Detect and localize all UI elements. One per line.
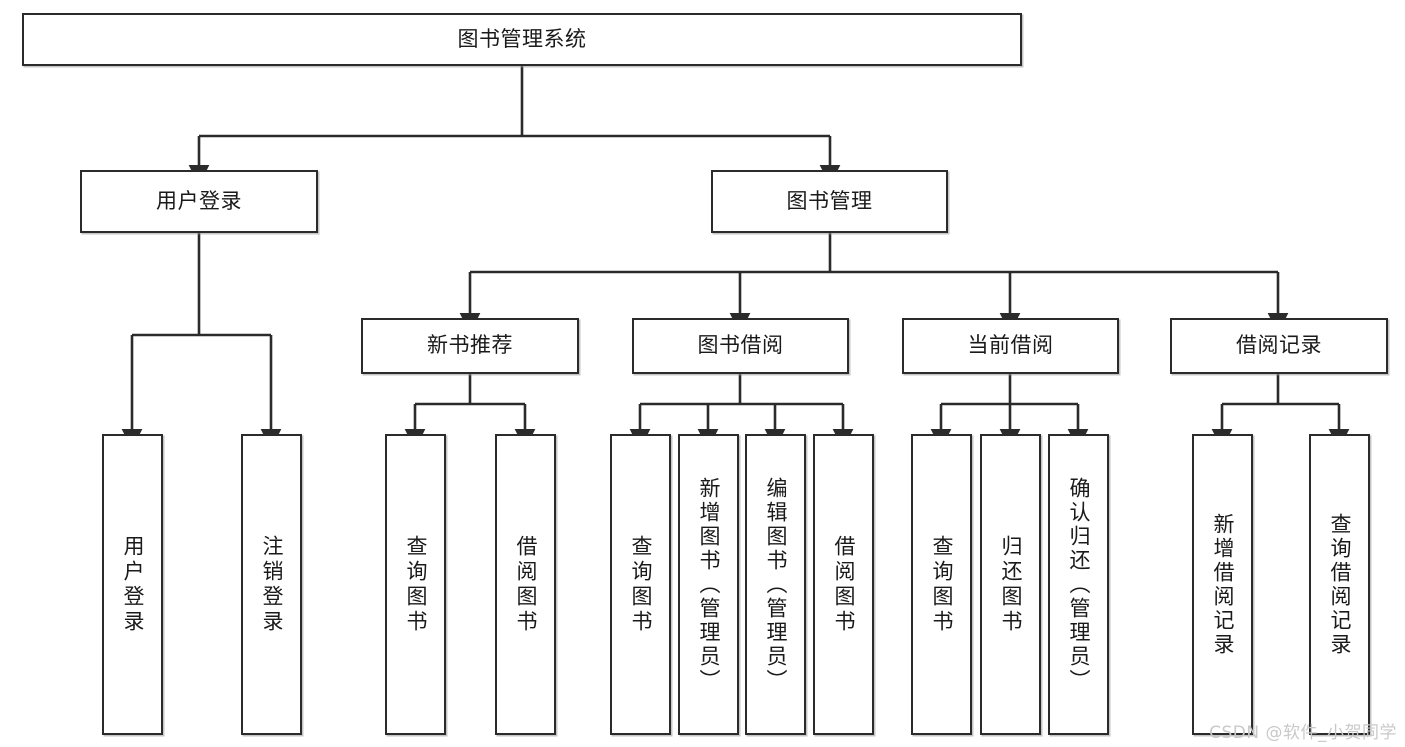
leaf-label: 借阅图书 — [832, 534, 856, 635]
leaf-current-borrow-query-book[interactable]: 查询图书 — [911, 434, 972, 735]
leaf-book-borrow-edit-book-admin[interactable]: 编辑图书（管理员） — [745, 434, 806, 735]
leaf-label: 归还图书 — [999, 534, 1023, 635]
leaf-book-borrow-query-book[interactable]: 查询图书 — [610, 434, 671, 735]
leaf-label: 查询图书 — [404, 534, 428, 635]
node-book-borrow[interactable]: 图书借阅 — [632, 318, 849, 374]
leaf-borrow-records-add-record[interactable]: 新增借阅记录 — [1192, 434, 1253, 735]
leaf-label: 确认归还（管理员） — [1067, 476, 1091, 693]
node-label: 图书管理 — [786, 188, 873, 213]
node-label: 用户登录 — [156, 188, 242, 213]
leaf-book-borrow-borrow-book[interactable]: 借阅图书 — [813, 434, 874, 735]
leaf-label: 借阅图书 — [514, 534, 538, 635]
node-book-management[interactable]: 图书管理 — [711, 170, 948, 233]
leaf-new-book-query-book[interactable]: 查询图书 — [385, 434, 446, 735]
leaf-label: 注销登录 — [260, 534, 284, 635]
leaf-label: 用户登录 — [121, 534, 145, 635]
leaf-label: 新增借阅记录 — [1211, 512, 1235, 657]
leaf-borrow-records-query-record[interactable]: 查询借阅记录 — [1309, 434, 1370, 735]
node-borrow-records[interactable]: 借阅记录 — [1170, 318, 1388, 374]
leaf-user-login-login[interactable]: 用户登录 — [102, 434, 163, 735]
node-user-login[interactable]: 用户登录 — [80, 170, 318, 233]
leaf-user-login-logout[interactable]: 注销登录 — [241, 434, 302, 735]
node-new-book-recommend[interactable]: 新书推荐 — [361, 318, 579, 374]
leaf-current-borrow-confirm-return-admin[interactable]: 确认归还（管理员） — [1048, 434, 1109, 735]
leaf-label: 查询图书 — [629, 534, 653, 635]
leaf-book-borrow-add-book-admin[interactable]: 新增图书（管理员） — [678, 434, 739, 735]
leaf-label: 查询图书 — [930, 534, 954, 635]
node-label: 图书管理系统 — [457, 26, 587, 51]
node-label: 图书借阅 — [697, 333, 784, 358]
node-label: 当前借阅 — [967, 333, 1054, 358]
leaf-current-borrow-return-book[interactable]: 归还图书 — [980, 434, 1041, 735]
node-label: 借阅记录 — [1236, 333, 1322, 358]
leaf-label: 查询借阅记录 — [1328, 512, 1352, 657]
node-root-book-management-system[interactable]: 图书管理系统 — [22, 13, 1022, 66]
watermark-text: CSDN @软件_小贺同学 — [1209, 723, 1397, 743]
leaf-new-book-borrow-book[interactable]: 借阅图书 — [495, 434, 556, 735]
leaf-label: 新增图书（管理员） — [697, 476, 721, 693]
node-current-borrow[interactable]: 当前借阅 — [902, 318, 1119, 374]
leaf-label: 编辑图书（管理员） — [764, 476, 788, 693]
node-label: 新书推荐 — [427, 333, 513, 358]
